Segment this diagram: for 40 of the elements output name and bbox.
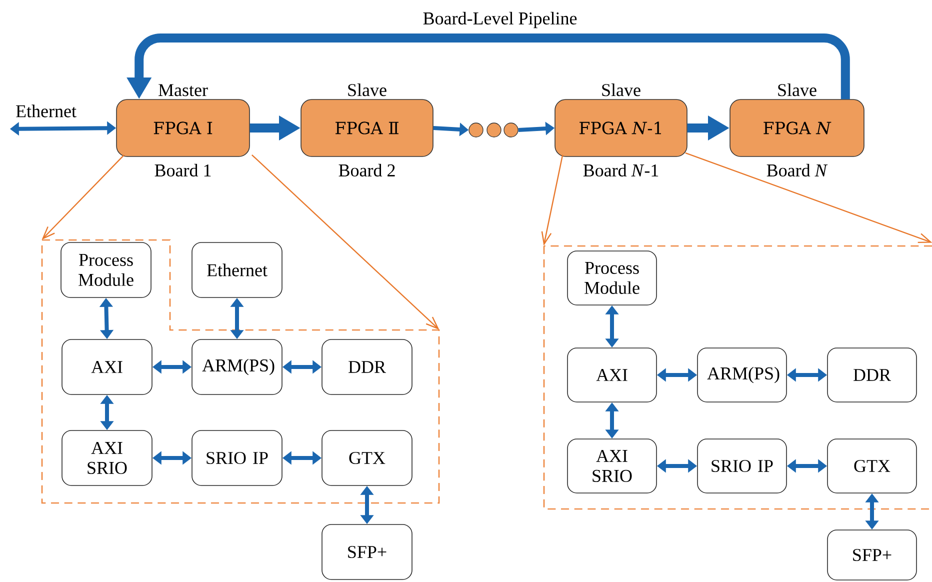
module-box: AXI SRIO: [567, 438, 657, 494]
module-box: SRIO IP: [192, 430, 282, 486]
role-label: Slave: [602, 84, 640, 96]
board-label: Board 1: [154, 164, 211, 176]
board-label: Board 2: [338, 164, 395, 176]
module-box: SFP+: [322, 524, 412, 580]
ellipsis-dot: [468, 122, 484, 138]
dashed-outline: [41, 239, 440, 504]
module-box: SFP+: [827, 530, 917, 580]
fpga-box: FPGA N: [730, 99, 864, 157]
ellipsis-dot: [486, 122, 502, 138]
edge-label: Board-Level Pipeline: [421, 10, 579, 30]
module-box: ARM(PS): [697, 348, 787, 402]
board-label: Board N-1: [583, 164, 658, 176]
module-box: Process Module: [60, 242, 152, 298]
module-box: DDR: [322, 339, 412, 395]
role-label: Master: [158, 84, 208, 96]
role-label: Slave: [778, 84, 816, 96]
module-box: AXI SRIO: [62, 430, 152, 486]
fpga-box: FPGA Ⅰ: [116, 99, 250, 157]
module-box: DDR: [827, 348, 917, 402]
module-box: Ethernet: [192, 242, 282, 298]
fpga-box: FPGA N-1: [554, 99, 688, 157]
module-box: AXI: [567, 348, 657, 402]
module-box: GTX: [827, 438, 917, 494]
interface-label: Ethernet: [16, 104, 76, 118]
zoom-arrow: [685, 152, 932, 244]
board-label: Board N: [766, 164, 828, 176]
role-label: Slave: [348, 84, 386, 96]
zoom-arrow: [42, 154, 125, 240]
dashed-outline: [543, 245, 932, 510]
ellipsis-dot: [504, 122, 518, 138]
zoom-arrow: [541, 154, 564, 246]
zoom-arrow: [252, 154, 440, 330]
module-box: ARM(PS): [192, 339, 282, 395]
fpga-box: FPGA Ⅱ: [300, 99, 434, 157]
module-box: AXI: [62, 339, 152, 395]
module-box: GTX: [322, 430, 412, 486]
module-box: SRIO IP: [697, 438, 787, 494]
module-box: Process Module: [567, 250, 657, 306]
